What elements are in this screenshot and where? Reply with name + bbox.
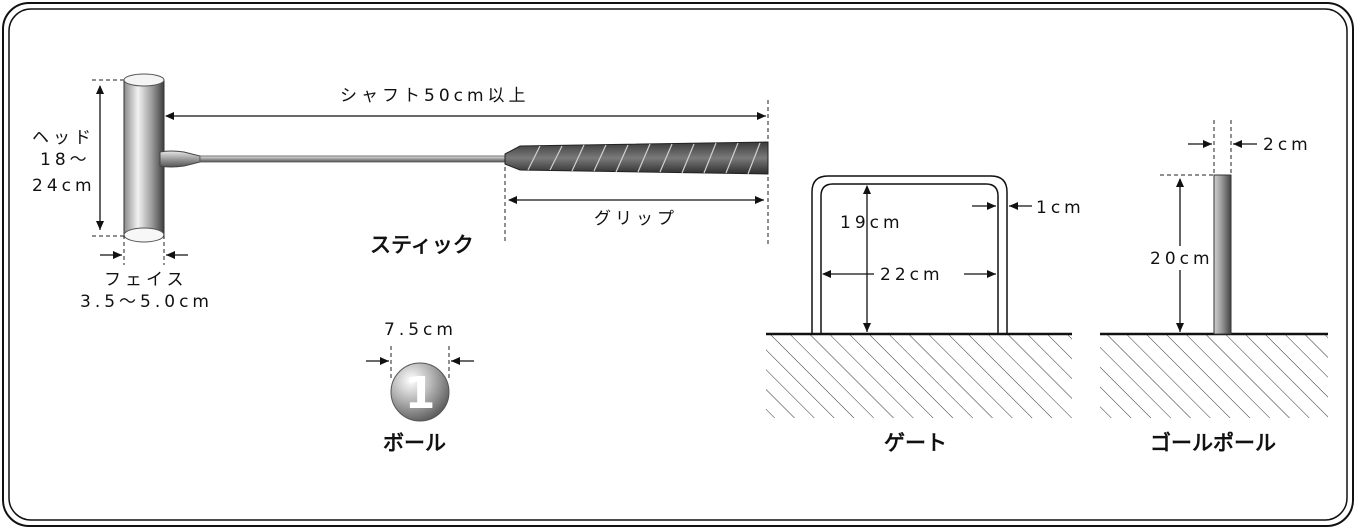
gate-height-label: 19cm: [840, 213, 904, 233]
grip-label: グリップ: [594, 209, 678, 229]
ball-number: 1: [405, 368, 436, 419]
grip-tape-lines: [527, 142, 761, 175]
gate-caption: ゲート: [884, 431, 947, 455]
gate-illustration: [766, 175, 1072, 418]
gate-thickness-label: 1cm: [1036, 198, 1085, 218]
stick-neck: [159, 150, 201, 168]
goal-pole-illustration: [1100, 120, 1328, 418]
gate-width-label: 22cm: [880, 265, 944, 285]
goal-pole-caption: ゴールポール: [1150, 431, 1276, 455]
shaft-label: シャフト50cm以上: [340, 86, 530, 106]
ball-diameter: 7.5cm: [384, 320, 457, 340]
ball-illustration: [366, 346, 474, 422]
pole-height-label: 20cm: [1150, 249, 1214, 269]
gate-wire-outer: [811, 175, 1008, 334]
stick-illustration: [92, 73, 769, 265]
pole-height-label-bg: [1148, 246, 1212, 270]
ball-caption: ボール: [383, 431, 446, 455]
goal-pole: [1213, 174, 1232, 335]
head-size-line1: 18～: [40, 150, 91, 170]
face-label: フェイス: [104, 270, 188, 290]
stick-head: [123, 73, 165, 243]
gate-ground: [766, 334, 1072, 418]
face-size: 3.5～5.0cm: [80, 292, 213, 312]
stick-caption: スティック: [370, 233, 474, 257]
ball: [390, 362, 450, 422]
gate-wire-inner: [820, 183, 999, 334]
head-label: ヘッド: [32, 128, 95, 148]
goal-pole-ground: [1100, 334, 1328, 418]
pole-diameter-label: 2cm: [1263, 135, 1312, 155]
head-size-line2: 24cm: [32, 176, 96, 196]
stick-shaft: [199, 155, 506, 163]
stick-grip: [504, 141, 769, 175]
gate-width-label-bg: [874, 262, 964, 286]
